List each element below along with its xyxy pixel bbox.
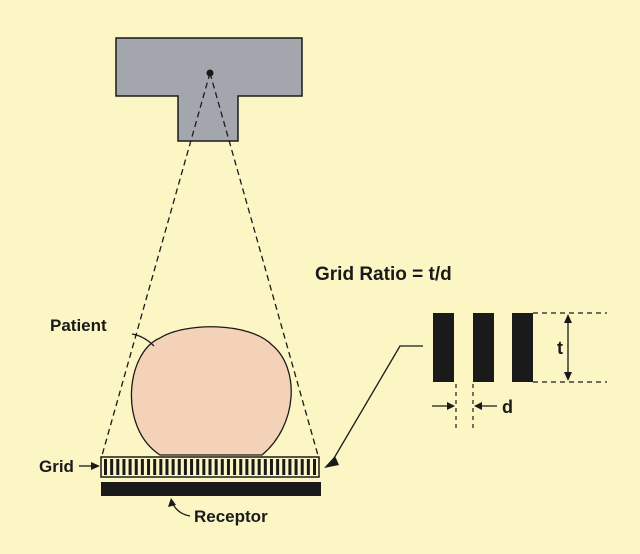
beam-line-left: [100, 72, 211, 460]
grid-strip: [233, 459, 237, 475]
receptor-label: Receptor: [194, 507, 268, 526]
receptor-plate: [101, 482, 321, 496]
grid-strip: [147, 459, 151, 475]
grid-strip: [214, 459, 218, 475]
receptor-leader: [172, 503, 191, 517]
magnified-strip-1: [433, 313, 454, 382]
patient-leader: [131, 333, 155, 347]
grid-strip: [257, 459, 261, 475]
grid-strip: [202, 459, 206, 475]
gap-arrowhead-left: [447, 402, 455, 410]
patient-label: Patient: [50, 316, 107, 335]
grid-strip: [104, 459, 107, 475]
grid-strip: [116, 459, 120, 475]
detail-callout-arrowhead: [324, 456, 339, 468]
grid-strip: [183, 459, 187, 475]
grid-strip: [208, 459, 212, 475]
thickness-arrowhead-bottom: [564, 372, 572, 381]
grid-strip: [245, 459, 249, 475]
magnified-strip-2: [473, 313, 494, 382]
grid-strip: [313, 459, 316, 475]
receptor-leader-arrowhead: [168, 498, 176, 507]
thickness-arrowhead-top: [564, 314, 572, 323]
grid-strip: [128, 459, 132, 475]
grid-strips: [104, 459, 316, 475]
grid-strip: [159, 459, 163, 475]
grid-strip: [306, 459, 310, 475]
grid-strip: [269, 459, 273, 475]
grid-strip: [134, 459, 138, 475]
grid-strip: [110, 459, 114, 475]
grid-strip: [226, 459, 230, 475]
grid-label: Grid: [39, 457, 74, 476]
patient-shape: [130, 326, 292, 456]
grid-strip: [288, 459, 292, 475]
grid-strip: [300, 459, 304, 475]
grid-strip: [276, 459, 280, 475]
grid-strip: [171, 459, 175, 475]
grid-strip: [153, 459, 157, 475]
grid-pointer-arrowhead: [91, 462, 100, 470]
grid-strip: [122, 459, 126, 475]
detail-callout-line: [329, 345, 423, 466]
thickness-label: t: [557, 338, 563, 358]
gap-label: d: [502, 397, 513, 417]
grid-strip: [239, 459, 243, 475]
grid-strip: [177, 459, 181, 475]
grid-strip: [251, 459, 255, 475]
formula-label: Grid Ratio = t/d: [315, 264, 452, 285]
grid-strip: [140, 459, 144, 475]
grid-strip: [196, 459, 200, 475]
beam-line-right: [209, 72, 320, 460]
grid-strip: [263, 459, 267, 475]
grid-strip: [294, 459, 298, 475]
grid-strip: [220, 459, 224, 475]
grid-strip: [190, 459, 194, 475]
gap-arrowhead-right: [474, 402, 482, 410]
grid-strip: [165, 459, 169, 475]
xray-tube: [115, 37, 303, 142]
magnified-strip-3: [512, 313, 533, 382]
grid-strip: [282, 459, 286, 475]
